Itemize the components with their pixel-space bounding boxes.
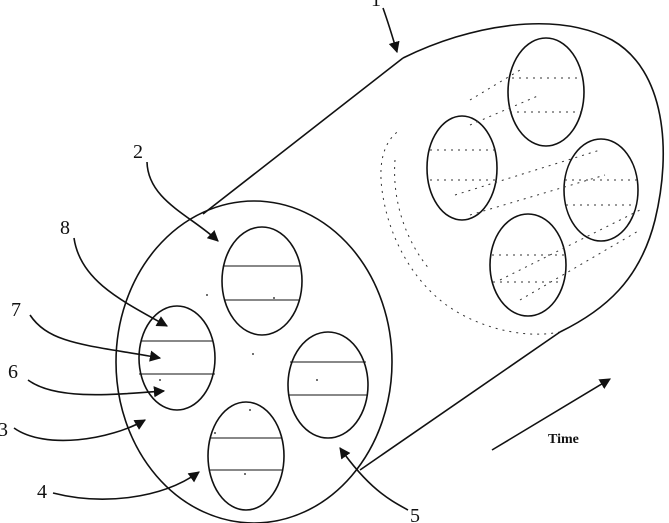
back-end-hidden-outline [381, 130, 560, 334]
front-compartment-bottom [208, 402, 284, 510]
leader-2 [147, 162, 218, 241]
leader-5 [340, 448, 408, 510]
cylinder-bottom-edge [360, 332, 560, 470]
back-end-hidden-inner [395, 160, 430, 270]
back-end-face [381, 24, 663, 334]
cylinder-top-edge [203, 58, 403, 214]
label-6: 6 [8, 361, 18, 383]
front-end-face [116, 201, 392, 523]
label-4: 4 [37, 481, 47, 503]
label-8: 8 [60, 217, 70, 239]
dot-texture [159, 294, 318, 475]
label-2: 2 [133, 141, 143, 163]
front-compartment-top [222, 227, 302, 335]
back-compartment-bottom [490, 214, 566, 316]
label-5: 5 [410, 505, 420, 523]
front-compartment-left [139, 306, 215, 410]
label-1: 1 [371, 0, 381, 11]
front-compartment-right [288, 332, 368, 438]
back-end-outline [403, 24, 663, 332]
time-label: Time [548, 432, 579, 447]
back-compartment-left [427, 116, 497, 220]
label-7: 7 [11, 299, 21, 321]
leader-7 [30, 315, 160, 358]
back-compartment-layers [430, 70, 640, 300]
label-3: 3 [0, 419, 8, 441]
leader-1 [383, 8, 397, 52]
back-compartment-right [564, 139, 638, 241]
back-compartment-top [508, 38, 584, 146]
leader-3 [14, 420, 145, 440]
